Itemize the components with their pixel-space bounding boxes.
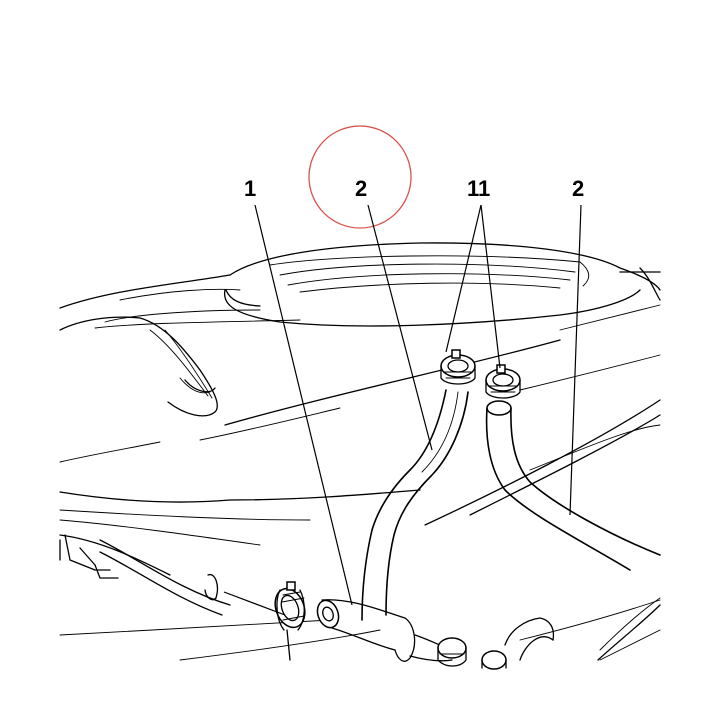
left-hose [99,539,231,616]
hose-clamp-11-left [440,349,476,385]
callout-2-left: 2 [355,176,367,201]
hose-clamp-lower-left [274,581,306,661]
filler-neck-connector [504,617,555,661]
hose-clamp-lower-middle [437,637,467,667]
fuel-hose-2-left [361,389,469,621]
callout-2-right: 2 [572,176,584,201]
callout-11: 11 [467,176,490,201]
right-lower-lines [597,597,661,661]
callout-1: 1 [244,176,256,201]
tank-body [59,242,661,661]
highlight-circle [308,125,412,229]
leader-lines [223,204,582,616]
hose-clamp-11-right [485,364,521,399]
fuel-hose-2-right [485,400,661,571]
hose-clamp-lower-right [481,650,507,670]
